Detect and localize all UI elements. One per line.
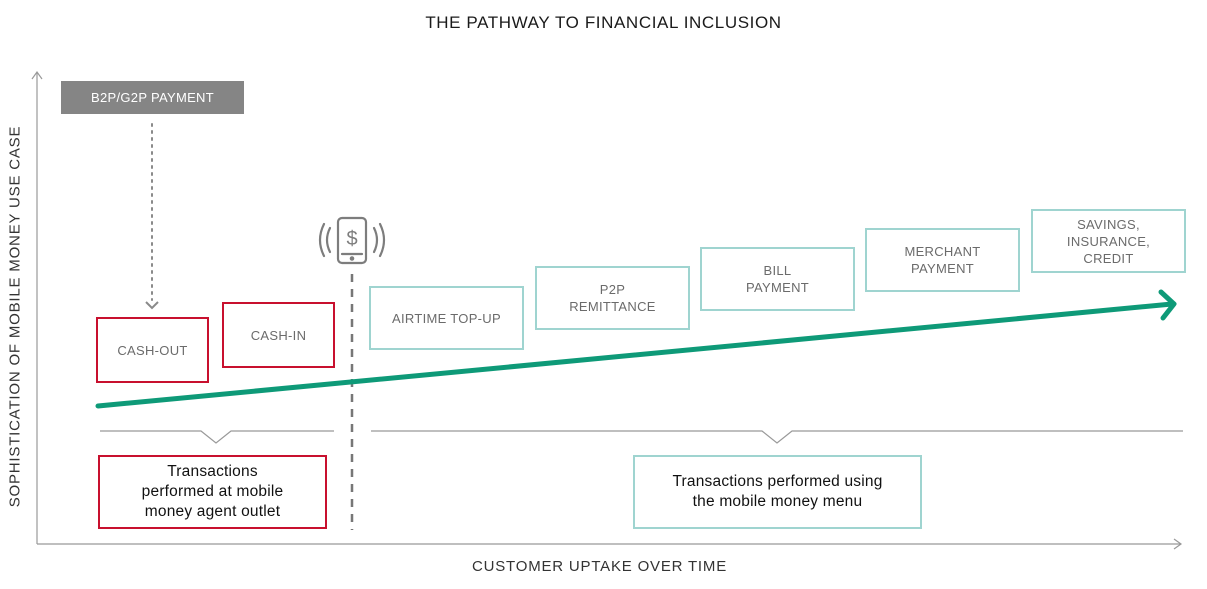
use-case-cash-out: CASH-OUT	[96, 317, 209, 383]
use-case-airtime-top-up: AIRTIME TOP-UP	[369, 286, 524, 350]
caption-agent-outlet: Transactions performed at mobile money a…	[98, 455, 327, 529]
use-case-label-line: REMITTANCE	[569, 299, 656, 314]
use-case-label-line: MERCHANT	[904, 244, 981, 259]
use-case-merchant-payment: MERCHANT PAYMENT	[865, 228, 1020, 292]
axes	[31, 70, 1183, 550]
use-case-label: AIRTIME TOP-UP	[392, 310, 501, 326]
caption-line: money agent outlet	[144, 503, 281, 520]
svg-text:$: $	[346, 228, 357, 250]
use-case-label-line: CREDIT	[1083, 250, 1134, 266]
y-axis-arrowhead	[31, 70, 43, 80]
dotted-down-arrow	[145, 123, 159, 310]
x-axis-label-text: CUSTOMER UPTAKE OVER TIME	[471, 558, 728, 575]
use-case-label-line: BILL	[763, 263, 792, 278]
y-axis-label: SOPHISTICATION OF MOBILE MONEY USE CASE	[6, 125, 24, 508]
x-axis-label: CUSTOMER UPTAKE OVER TIME	[0, 558, 1207, 575]
mobile-phone-dollar-icon: $	[318, 216, 386, 265]
use-case-bill-payment: BILL PAYMENT	[700, 247, 855, 311]
caption-line: the mobile money menu	[692, 493, 863, 510]
use-case-label-line: SAVINGS,	[1077, 216, 1140, 232]
caption-mobile-money-menu: Transactions performed using the mobile …	[633, 455, 922, 529]
use-case-label-line: PAYMENT	[745, 280, 809, 295]
b2p-g2p-payment-tag: B2P/G2P PAYMENT	[61, 81, 244, 114]
use-case-label-line: P2P	[599, 282, 626, 297]
trend-arrow	[95, 289, 1177, 409]
use-case-label-line: INSURANCE,	[1066, 233, 1151, 249]
caption-line: performed at mobile	[141, 483, 284, 500]
use-case-p2p-remittance: P2P REMITTANCE	[535, 266, 690, 330]
use-case-label-line: PAYMENT	[910, 261, 974, 276]
use-case-savings-insurance-credit: SAVINGS, INSURANCE, CREDIT	[1031, 209, 1186, 273]
x-axis-arrowhead	[1173, 538, 1183, 550]
brace-menu	[371, 430, 1183, 444]
caption-line: Transactions performed using	[672, 473, 883, 490]
use-case-cash-in: CASH-IN	[222, 302, 335, 368]
brace-agent	[100, 430, 334, 444]
caption-line: Transactions	[167, 463, 258, 480]
diagram-title: THE PATHWAY TO FINANCIAL INCLUSION	[425, 13, 782, 32]
